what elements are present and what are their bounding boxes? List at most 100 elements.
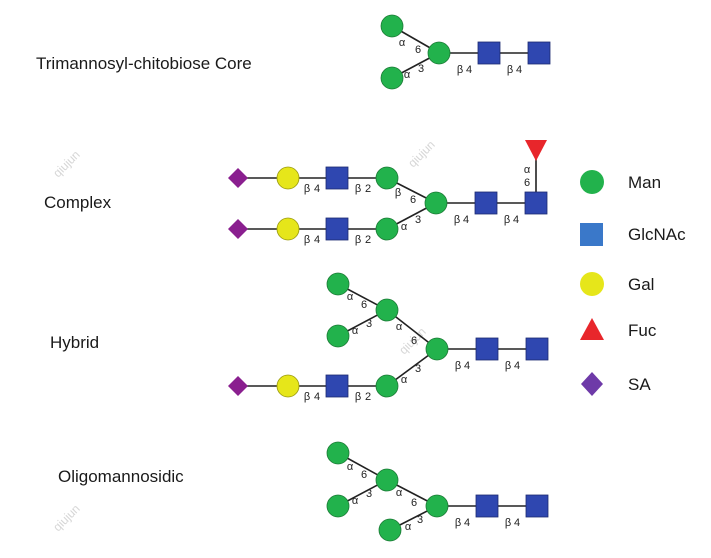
sa-residue [228,219,248,239]
glcnac-residue [475,337,499,361]
linkage-label: 6 [524,177,530,189]
linkage-label: 6 [411,497,417,509]
structure-label-core: Trimannosyl-chitobiose Core [36,54,252,73]
linkage-label: 6 [361,469,367,481]
man-residue [375,298,399,322]
linkage-label: β [504,214,510,226]
linkage-label: 4 [514,517,520,529]
linkage-label: β [505,360,511,372]
linkage-label: 3 [415,214,421,226]
linkage-label: β [355,183,361,195]
structure-label-hybrid: Hybrid [50,333,99,352]
linkage-label: 4 [516,64,522,76]
legend: Man GlcNAc Gal Fuc SA [580,170,686,396]
linkage-label: 3 [366,318,372,330]
linkage-label: α [401,221,408,233]
linkage-label: 4 [314,234,320,246]
legend-label-gal: Gal [628,275,654,294]
man-residue [375,468,399,492]
linkage-label: 6 [410,194,416,206]
legend-label-man: Man [628,173,661,192]
watermark-text: qiujun [50,148,83,181]
linkage-label: 6 [415,44,421,56]
legend-label-sa: SA [628,375,651,394]
sa-residue [228,376,248,396]
sa-residue [228,168,248,188]
man-residue [424,191,448,215]
legend-label-fuc: Fuc [628,321,657,340]
glcnac-residue [325,166,349,190]
glcnac-residue [525,337,549,361]
man-residue [326,494,350,518]
gal-residue [276,217,300,241]
linkage-label: α [352,325,359,337]
linkage-label: 2 [365,391,371,403]
man-residue [375,166,399,190]
linkage-label: α [347,291,354,303]
fuc-residue [525,140,547,161]
man-residue [326,272,350,296]
linkage-label: α [399,37,406,49]
linkage-label: β [454,214,460,226]
man-residue [326,324,350,348]
linkage-label: 2 [365,234,371,246]
linkage-label: β [304,234,310,246]
gal-residue [276,166,300,190]
man-residue [375,217,399,241]
linkage-label: β [507,64,513,76]
man-residue [375,374,399,398]
linkage-label: β [455,360,461,372]
linkage-label: 3 [415,363,421,375]
linkage-label: α [396,487,403,499]
linkage-label: β [505,517,511,529]
man-residue [380,66,404,90]
linkage-label: 3 [366,488,372,500]
linkage-label: α [401,374,408,386]
glcnac-residue [325,374,349,398]
structure-label-complex: Complex [44,193,112,212]
glcnac-residue [474,191,498,215]
linkage-label: 4 [513,214,519,226]
legend-label-glcnac: GlcNAc [628,225,686,244]
linkage-label: 3 [418,63,424,75]
glcnac-residue [477,41,501,65]
linkage-label: 4 [514,360,520,372]
man-residue [326,441,350,465]
linkage-label: α [352,495,359,507]
man-residue [425,337,449,361]
monosaccharide-residues [228,14,551,542]
linkage-label: 4 [464,517,470,529]
linkage-label: α [524,164,531,176]
structure-label-oligo: Oligomannosidic [58,467,184,486]
linkage-label: β [457,64,463,76]
linkage-label: β [355,234,361,246]
legend-glcnac-icon [580,223,603,246]
linkage-label: 2 [365,183,371,195]
linkage-label: 4 [314,183,320,195]
glycosidic-bonds [238,25,539,531]
linkage-label: 6 [411,335,417,347]
glcnac-residue [525,494,549,518]
linkage-label: 4 [466,64,472,76]
linkage-label: α [404,69,411,81]
legend-fuc-icon [580,318,604,340]
linkage-label: α [405,521,412,533]
linkage-label: 3 [417,514,423,526]
linkage-label: β [304,183,310,195]
glcnac-residue [527,41,551,65]
linkage-label: β [304,391,310,403]
legend-man-icon [580,170,604,194]
legend-gal-icon [580,272,604,296]
linkage-label: β [355,391,361,403]
linkage-label: β [395,187,401,199]
linkage-label: 4 [464,360,470,372]
watermark-text: qiujun [50,502,83,535]
linkage-label: 4 [314,391,320,403]
gal-residue [276,374,300,398]
linkage-label: β [455,517,461,529]
linkage-label: 6 [361,299,367,311]
man-residue [380,14,404,38]
watermark-text: qiujun [405,138,438,171]
